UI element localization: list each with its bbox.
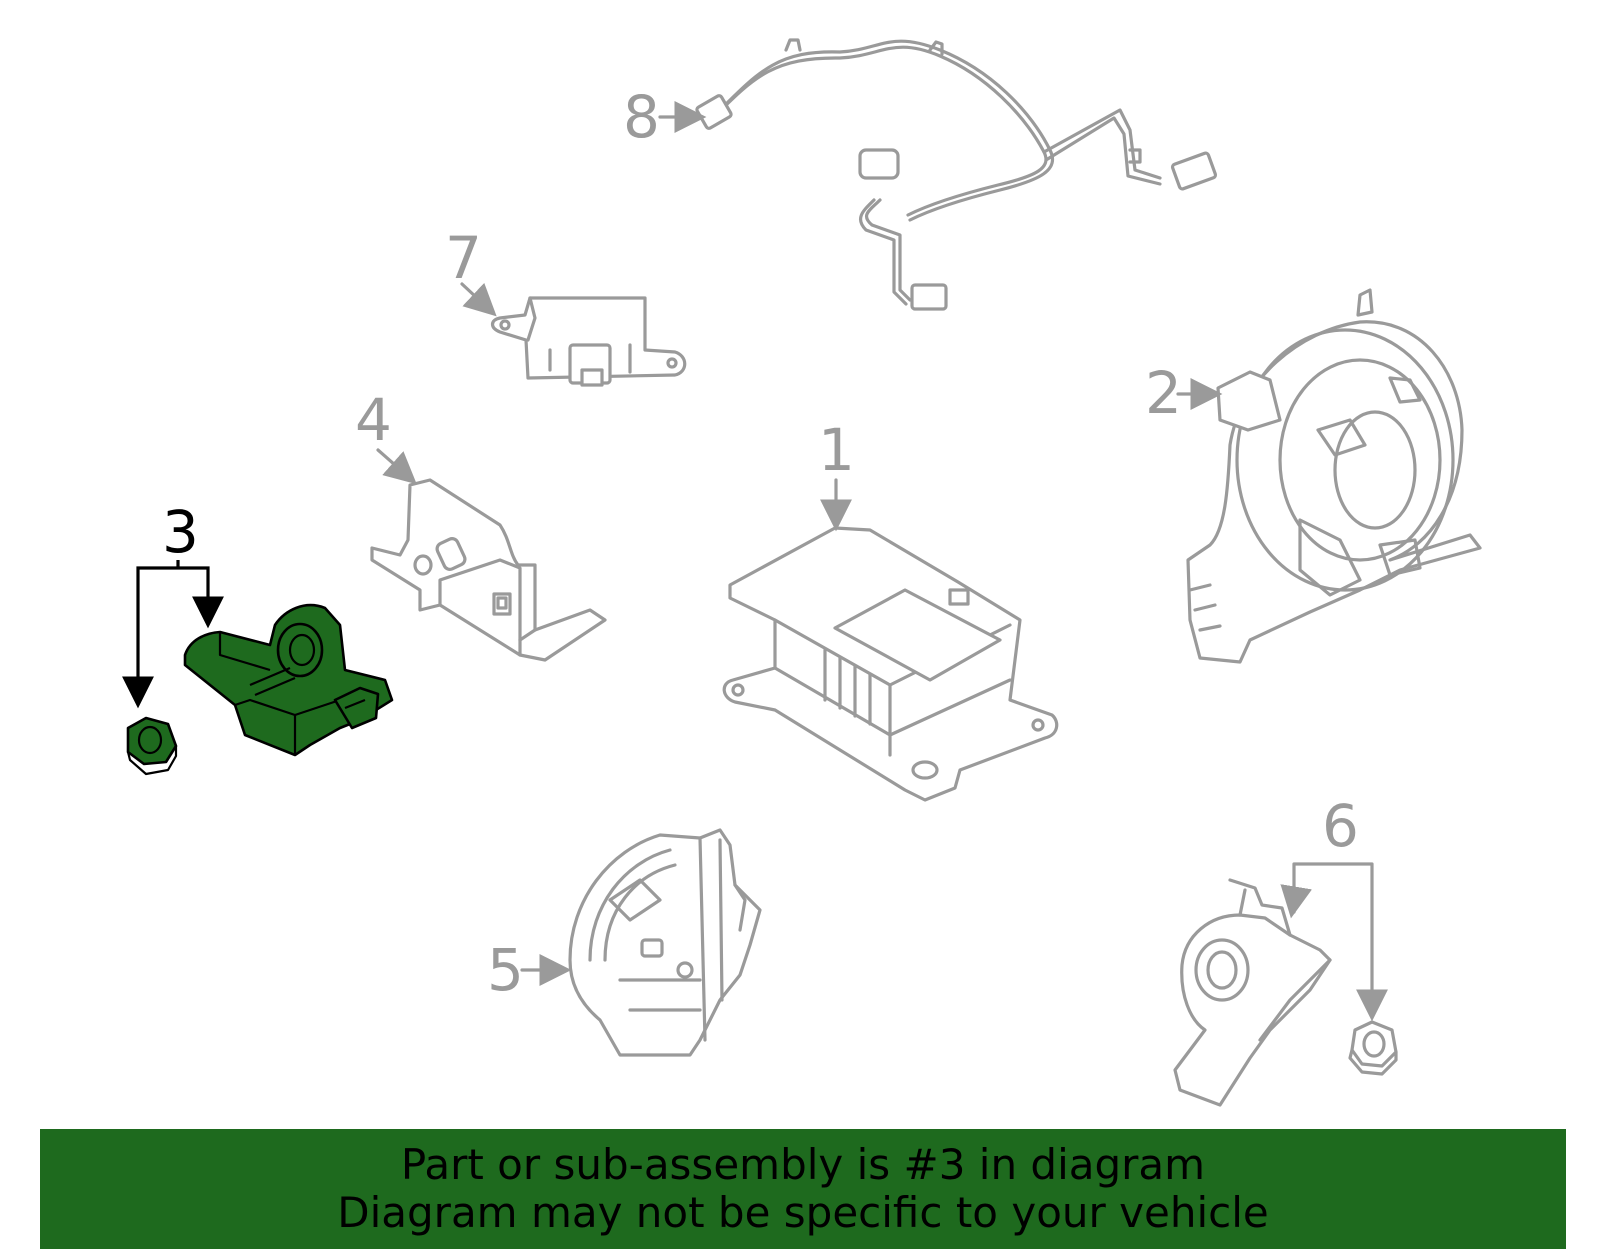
- callout-7-leader: [460, 282, 497, 317]
- callout-1-label: 1: [818, 416, 855, 484]
- part-7-module[interactable]: [490, 296, 687, 387]
- part-6-hex-nut[interactable]: [1348, 1020, 1398, 1076]
- exploded-parts-diagram: 8 7 4 1: [122, 38, 1482, 1107]
- callout-7-label: 7: [445, 224, 482, 292]
- callout-4-label: 4: [355, 386, 392, 454]
- part-2-clock-spring[interactable]: [1186, 288, 1482, 664]
- part-8-wiring-harness[interactable]: [695, 38, 1218, 311]
- callout-6-label: 6: [1322, 792, 1359, 860]
- part-6-impact-sensor[interactable]: [1173, 878, 1332, 1107]
- banner-line-2: Diagram may not be specific to your vehi…: [337, 1188, 1269, 1237]
- callout-8-label: 8: [623, 83, 660, 151]
- callout-4-leader: [376, 448, 417, 485]
- part-1-control-module[interactable]: [722, 526, 1059, 802]
- part-3-sensor-highlighted[interactable]: [183, 603, 394, 757]
- callout-3-leader: [136, 560, 208, 700]
- callout-6-leader-sensor: [1280, 884, 1312, 919]
- info-banner: Part or sub-assembly is #3 in diagram Di…: [40, 1129, 1566, 1249]
- part-3-hex-nut-highlighted[interactable]: [126, 716, 178, 776]
- banner-line-1: Part or sub-assembly is #3 in diagram: [400, 1140, 1206, 1189]
- callout-5-label: 5: [487, 936, 524, 1004]
- part-5-spiral-cable[interactable]: [568, 828, 762, 1057]
- callout-3-label: 3: [162, 498, 199, 566]
- part-4-bracket[interactable]: [370, 478, 607, 662]
- callout-2-label: 2: [1145, 359, 1182, 427]
